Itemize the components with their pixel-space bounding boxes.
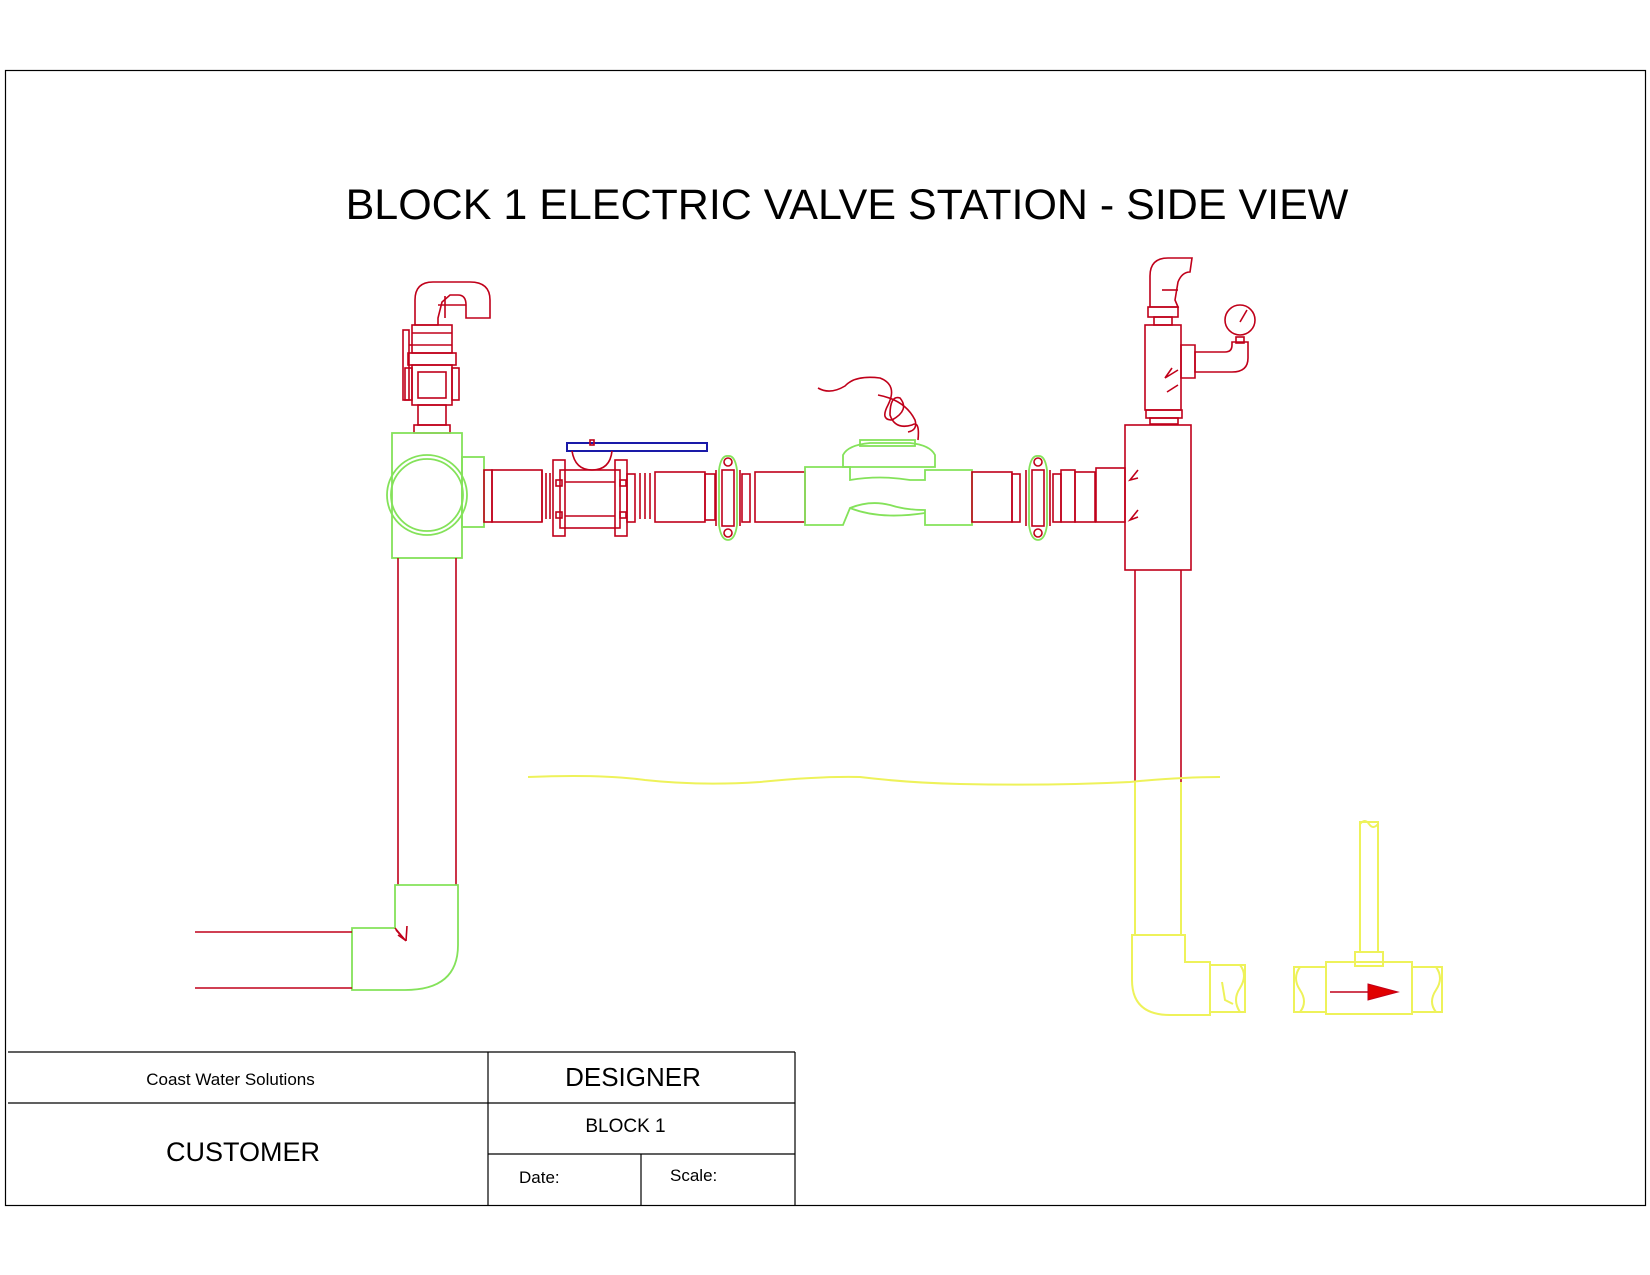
buried-elbow	[1131, 934, 1211, 1016]
right-air-release-valve	[1144, 324, 1182, 411]
right-gooseneck-vent	[1149, 257, 1193, 308]
manifold-pipe-segment-2	[654, 471, 706, 523]
customer-label: CUSTOMER	[165, 1137, 320, 1167]
drawing-title: BLOCK 1 ELECTRIC VALVE STATION - SIDE VI…	[346, 181, 1349, 229]
left-valve-lever	[402, 329, 410, 401]
left-air-valve-body	[411, 324, 453, 354]
water-meter-body	[804, 466, 973, 526]
flange-union-right	[1028, 455, 1048, 541]
right-riser-assembly	[1095, 257, 1256, 782]
block-label: BLOCK 1	[585, 1116, 666, 1137]
scale-label: Scale:	[670, 1166, 718, 1185]
date-label: Date:	[519, 1168, 560, 1187]
left-bottom-elbow	[351, 884, 459, 991]
right-tee-fitting	[1124, 424, 1192, 571]
left-tee-outlet-circle	[386, 454, 468, 536]
flow-arrow-head	[1367, 983, 1400, 1001]
drawing-border	[4, 69, 1647, 1207]
company-name: Coast Water Solutions	[146, 1070, 315, 1089]
horizontal-manifold	[483, 376, 1096, 541]
left-gooseneck-vent	[414, 281, 491, 326]
grade-line	[527, 775, 1221, 786]
manifold-pipe-segment-1	[491, 469, 543, 523]
left-riser-assembly	[195, 281, 491, 991]
buried-lateral-assembly	[1131, 782, 1443, 1016]
manifold-pipe-segment-4	[971, 471, 1013, 523]
lateral-riser-stub	[1359, 821, 1379, 953]
ball-valve-handle	[566, 442, 708, 452]
title-block	[8, 1051, 796, 1205]
meter-wire	[817, 376, 920, 441]
gauge-elbow	[1194, 341, 1249, 373]
water-meter-register	[842, 442, 936, 468]
flange-union-left	[718, 455, 738, 541]
designer-label: DESIGNER	[565, 1062, 701, 1092]
manifold-pipe-segment-3	[754, 471, 806, 523]
pressure-gauge	[1224, 304, 1256, 336]
left-tee-fitting	[391, 432, 463, 559]
ball-valve-body	[559, 469, 621, 529]
